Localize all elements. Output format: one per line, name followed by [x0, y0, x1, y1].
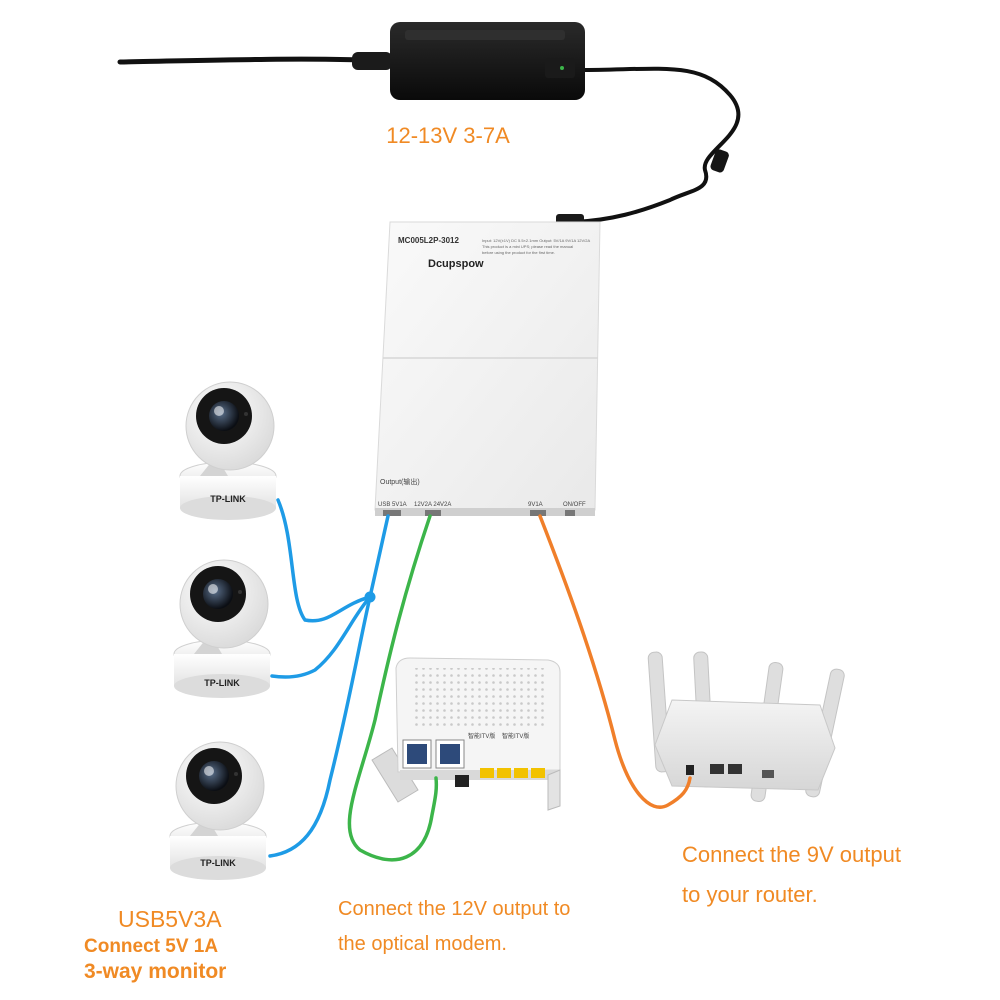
- 12v-wire-to-modem: [347, 514, 439, 862]
- ac-mains-cable: [117, 56, 363, 65]
- ups-output-label: Output(输出): [380, 477, 420, 486]
- usb-wire-main: [368, 514, 390, 599]
- router-caption-line1: Connect the 9V output: [682, 842, 901, 867]
- port-label-9v: 9V1A: [528, 502, 543, 508]
- dc-output-cable: [573, 66, 741, 224]
- usb-caption-line2: Connect 5V 1A: [84, 936, 219, 957]
- optical-modem: [371, 657, 561, 811]
- modem-caption-line2: the optical modem.: [338, 933, 507, 955]
- port-label-12v: 12V2A 24V2A: [414, 502, 451, 508]
- adapter-rating: 12-13V 3-7A: [386, 123, 510, 148]
- router-caption-line2: to your router.: [682, 882, 818, 907]
- ups-brand: Dcupspow: [428, 258, 484, 270]
- mini-ups: [374, 221, 601, 516]
- camera-2-brand: TP-LINK: [204, 678, 240, 688]
- ac-plug-strain-relief: [352, 52, 392, 70]
- camera-1-brand: TP-LINK: [210, 494, 246, 504]
- port-label-onoff: ON/OFF: [563, 502, 586, 508]
- usb-wire-camera-2: [270, 595, 372, 679]
- wifi-router: [647, 651, 845, 803]
- ups-spec-text-1: Input: 12V(±1V) DC 5.5×2.1mm Output: 5V/…: [482, 238, 590, 243]
- usb-wire-camera-3: [268, 595, 372, 858]
- usb-splitter-junction: [364, 591, 376, 603]
- ups-spec-text-2: This product is a mini UPS; please read …: [482, 244, 573, 249]
- port-label-usb: USB 5V1A: [378, 502, 407, 508]
- camera-3-brand: TP-LINK: [200, 858, 236, 868]
- power-adapter: [390, 22, 585, 100]
- modem-qr-label-1: 智能ITV版: [468, 732, 495, 740]
- modem-qr-label-2: 智能ITV版: [502, 732, 529, 740]
- 9v-wire-to-router: [538, 514, 692, 809]
- ups-spec-text-3: before using the product for the first t…: [482, 250, 555, 255]
- ups-model: MC005L2P-3012: [398, 236, 459, 245]
- usb-caption-line3: 3-way monitor: [84, 960, 227, 983]
- usb-caption-title: USB5V3A: [118, 906, 222, 932]
- usb-wire-camera-1: [276, 498, 372, 623]
- modem-caption-line1: Connect the 12V output to: [338, 898, 571, 920]
